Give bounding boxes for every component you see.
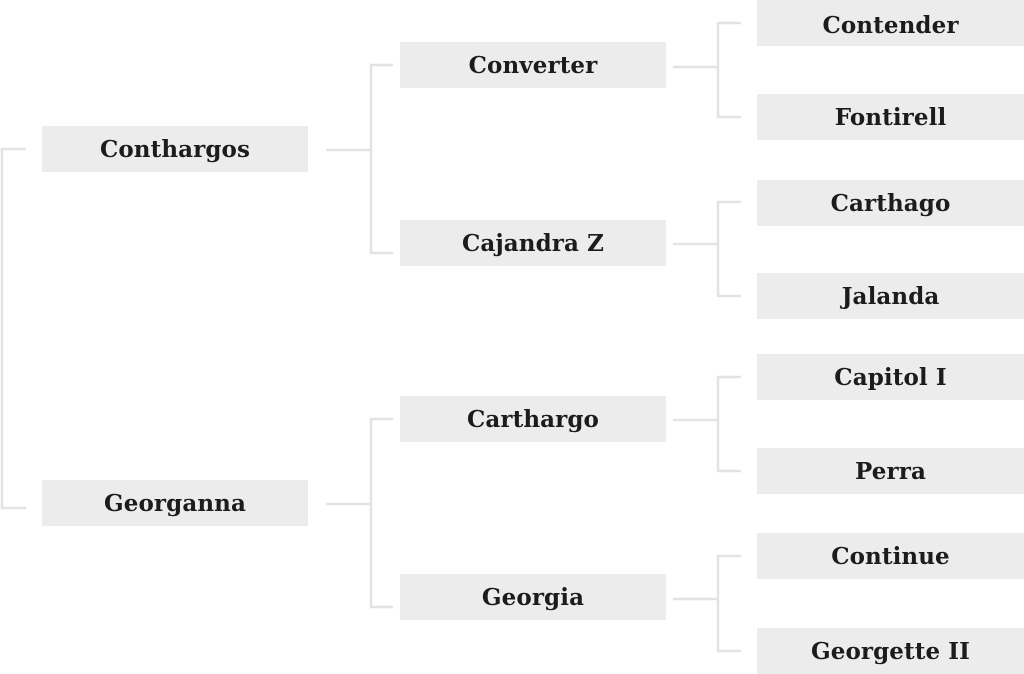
node-label: Capitol I — [834, 363, 947, 391]
node-label: Georgette II — [810, 637, 971, 665]
node-label: Carthago — [830, 189, 951, 217]
node-label: Continue — [831, 542, 950, 570]
node-carthargo: Carthargo — [400, 396, 666, 442]
node-converter: Converter — [400, 42, 666, 88]
connector-cajandra-bracket — [716, 200, 741, 298]
node-conthargos: Conthargos — [42, 126, 308, 172]
node-contender: Contender — [757, 0, 1024, 46]
node-label: Fontirell — [834, 103, 947, 131]
connector-carthargo-bracket — [716, 375, 741, 473]
node-label: Jalanda — [841, 282, 940, 310]
node-label: Georganna — [104, 489, 246, 517]
connector-georganna-bracket — [369, 417, 393, 609]
node-label: Georgia — [481, 583, 585, 611]
root-connector — [0, 147, 26, 510]
connector-georgia-bracket — [716, 554, 741, 653]
node-label: Contender — [822, 11, 959, 39]
node-jalanda: Jalanda — [757, 273, 1024, 319]
connector-conthargos-bracket — [369, 63, 393, 255]
node-label: Perra — [855, 457, 926, 485]
node-fontirell: Fontirell — [757, 94, 1024, 140]
node-carthago: Carthago — [757, 180, 1024, 226]
node-perra: Perra — [757, 448, 1024, 494]
node-label: Converter — [468, 51, 598, 79]
node-label: Cajandra Z — [461, 229, 605, 257]
node-georganna: Georganna — [42, 480, 308, 526]
connector-converter-bracket — [716, 21, 741, 119]
node-georgia: Georgia — [400, 574, 666, 620]
node-capitol-i: Capitol I — [757, 354, 1024, 400]
node-cajandra-z: Cajandra Z — [400, 220, 666, 266]
node-continue: Continue — [757, 533, 1024, 579]
node-label: Conthargos — [99, 135, 251, 163]
node-georgette-ii: Georgette II — [757, 628, 1024, 674]
node-label: Carthargo — [466, 405, 600, 433]
